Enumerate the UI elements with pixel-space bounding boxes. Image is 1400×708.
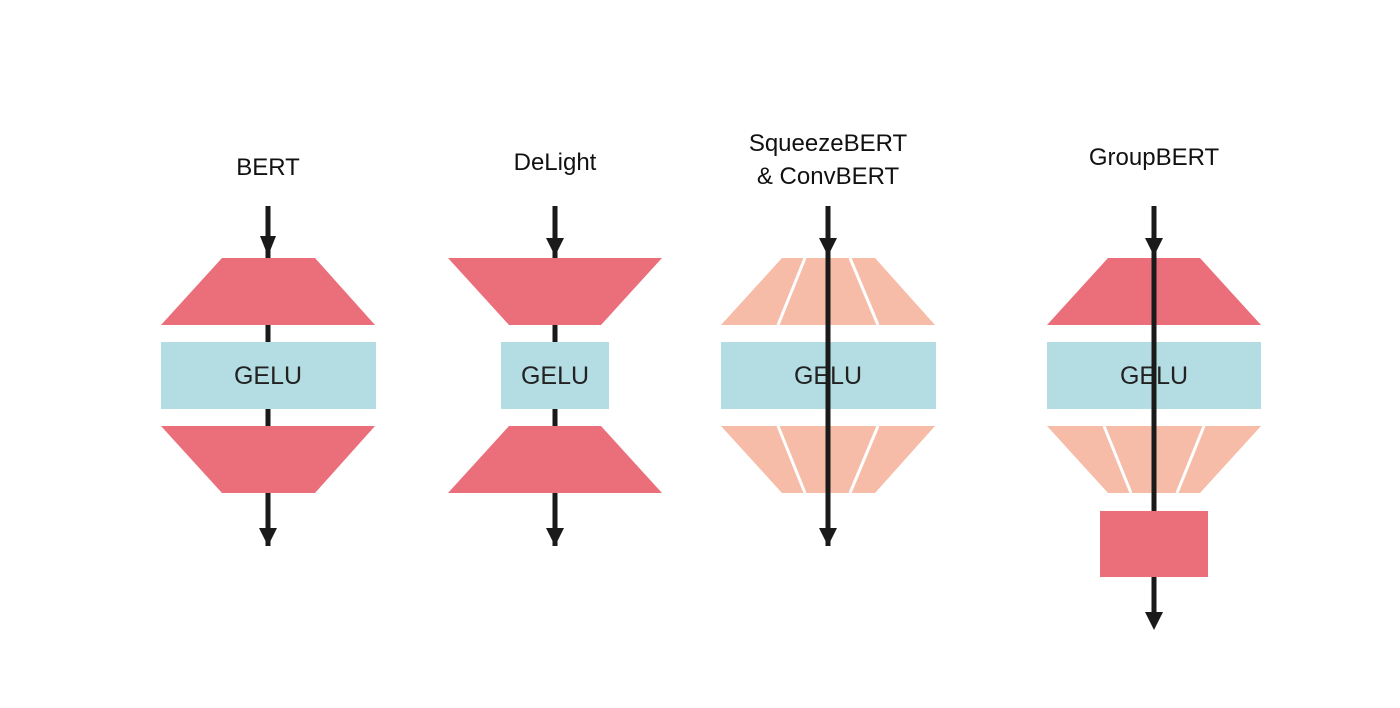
gelu-block bbox=[501, 342, 609, 409]
group-divider bbox=[776, 425, 807, 494]
panel-title-bert: BERT bbox=[236, 154, 300, 181]
input-arrowhead bbox=[260, 236, 276, 256]
panel-title-groupbert: GroupBERT bbox=[1089, 144, 1220, 171]
group-divider bbox=[848, 425, 880, 494]
output-arrowhead bbox=[1145, 612, 1163, 630]
output-arrowhead bbox=[546, 528, 564, 546]
output-dense-layer bbox=[1100, 511, 1208, 577]
panel-delight: DeLight GELU bbox=[448, 149, 662, 546]
panel-groupbert: GroupBERT GELU bbox=[1047, 144, 1261, 630]
gelu-block bbox=[161, 342, 376, 409]
panel-title-line-1: SqueezeBERT bbox=[749, 130, 908, 157]
input-arrowhead bbox=[546, 238, 564, 256]
group-divider bbox=[776, 257, 807, 326]
up-projection-dense-layer bbox=[161, 258, 375, 325]
panel-squeezebert-convbert: SqueezeBERT & ConvBERT GELU bbox=[721, 130, 936, 546]
input-arrowhead bbox=[819, 238, 837, 256]
input-arrowhead bbox=[1145, 238, 1163, 256]
panel-bert: BERT GELU bbox=[161, 154, 376, 546]
group-divider bbox=[1175, 425, 1206, 494]
down-projection-dense-layer bbox=[161, 426, 375, 493]
gelu-label: GELU bbox=[234, 362, 302, 390]
group-divider bbox=[848, 257, 880, 326]
group-divider bbox=[1102, 425, 1133, 494]
up-projection-dense-layer bbox=[448, 426, 662, 493]
panel-title-line-2: & ConvBERT bbox=[757, 163, 900, 190]
down-projection-dense-layer bbox=[448, 258, 662, 325]
output-arrowhead bbox=[819, 528, 837, 546]
gelu-label: GELU bbox=[521, 362, 589, 390]
panel-title-delight: DeLight bbox=[514, 149, 597, 176]
output-arrowhead bbox=[259, 528, 277, 546]
